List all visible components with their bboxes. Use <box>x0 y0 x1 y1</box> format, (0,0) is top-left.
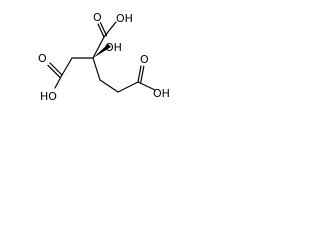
bond-c-carboxyl-top <box>92 36 105 59</box>
wedge-bond-hydroxyl <box>93 44 111 58</box>
bond-c-o-top-double-b <box>99 22 108 37</box>
label-top-o: O <box>93 11 102 24</box>
bond-c-o-right-double-b <box>140 65 145 84</box>
bond-c-oh-left <box>54 74 63 89</box>
bond-layer <box>47 21 156 93</box>
bond-c-ch2-down <box>92 57 101 81</box>
label-hydroxyl-oh: OH <box>105 41 122 54</box>
bond-ch2-carboxyl-left <box>61 57 73 76</box>
bond-c-oh-top <box>103 21 117 38</box>
label-top-oh: OH <box>116 12 133 25</box>
label-left-ho: HO <box>40 90 57 103</box>
label-layer: O OH OH O HO O OH <box>38 11 170 103</box>
bond-c-oh-right <box>137 81 156 91</box>
label-left-o: O <box>38 52 47 65</box>
label-right-o: O <box>140 53 149 66</box>
bond-c-o-left-double-a <box>49 62 63 76</box>
chemical-structure: O OH OH O HO O OH <box>38 11 170 103</box>
bond-ch2-ch2-right <box>99 79 119 93</box>
bond-c-o-top-double-a <box>97 23 105 38</box>
bond-ch2-carboxyl-right <box>117 81 139 93</box>
bond-c-o-left-double-b <box>47 64 61 79</box>
bond-c-o-right-double-a <box>137 65 142 83</box>
label-right-oh: OH <box>153 87 170 100</box>
